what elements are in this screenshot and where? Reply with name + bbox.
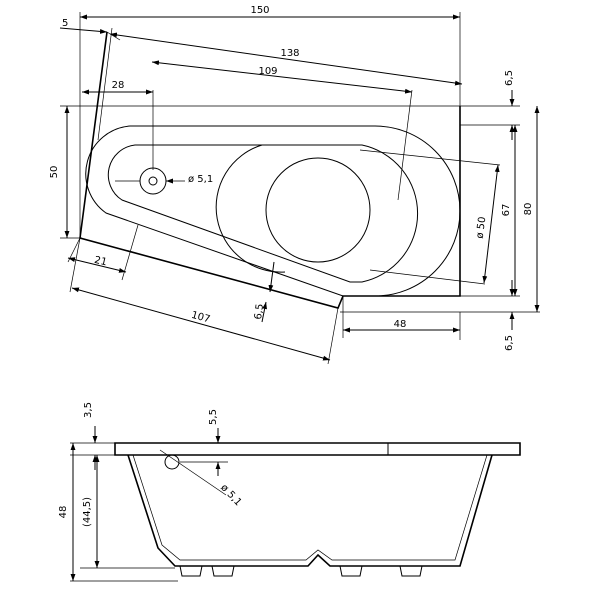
dim-138-label: 138 xyxy=(280,48,299,59)
dim-6-5-top-label: 6,5 xyxy=(504,70,515,86)
side-dim-3-5-label: 3,5 xyxy=(83,402,94,418)
dim-drain-label: ø 5,1 xyxy=(188,174,213,185)
basin-inner-edge xyxy=(107,144,419,283)
drain-hole xyxy=(148,176,158,186)
side-dim-overflow-label: ø 5,1 xyxy=(218,482,243,508)
dim-50-circle-label: ø 50 xyxy=(475,216,489,239)
tub-outer-outline xyxy=(79,31,461,309)
side-dim-48-label: 48 xyxy=(58,506,69,519)
basin-outer-rim xyxy=(85,125,461,297)
side-body xyxy=(127,454,493,567)
dim-5-label: 5 xyxy=(62,18,68,29)
dim-107-label: 107 xyxy=(190,310,211,326)
dim-48-label: 48 xyxy=(394,319,407,330)
drain-outer-ring xyxy=(139,167,167,195)
side-dim-5-5-label: 5,5 xyxy=(208,409,219,425)
dim-28-label: 28 xyxy=(112,80,125,91)
side-view: 3,5 5,5 48 (44,5) ø 5,1 xyxy=(58,402,521,582)
dim-80-label: 80 xyxy=(523,203,534,216)
overflow-hole xyxy=(164,454,180,470)
side-dim-44-5-label: (44,5) xyxy=(82,497,93,527)
dim-6-5-mid-label: 6,5 xyxy=(253,303,266,320)
dim-109-label: 109 xyxy=(258,66,277,77)
dim-21-label: 21 xyxy=(93,255,108,269)
dim-67-label: 67 xyxy=(501,204,512,217)
plan-view: 150 5 138 109 28 6,5 50 ø 5,1 ø 50 xyxy=(49,5,540,365)
dim-150-label: 150 xyxy=(250,5,269,16)
dim-6-5-bottom-label: 6,5 xyxy=(504,335,515,351)
foot-well-circle xyxy=(215,144,286,273)
side-rim xyxy=(114,442,521,456)
dim-50-left-label: 50 xyxy=(49,166,60,179)
